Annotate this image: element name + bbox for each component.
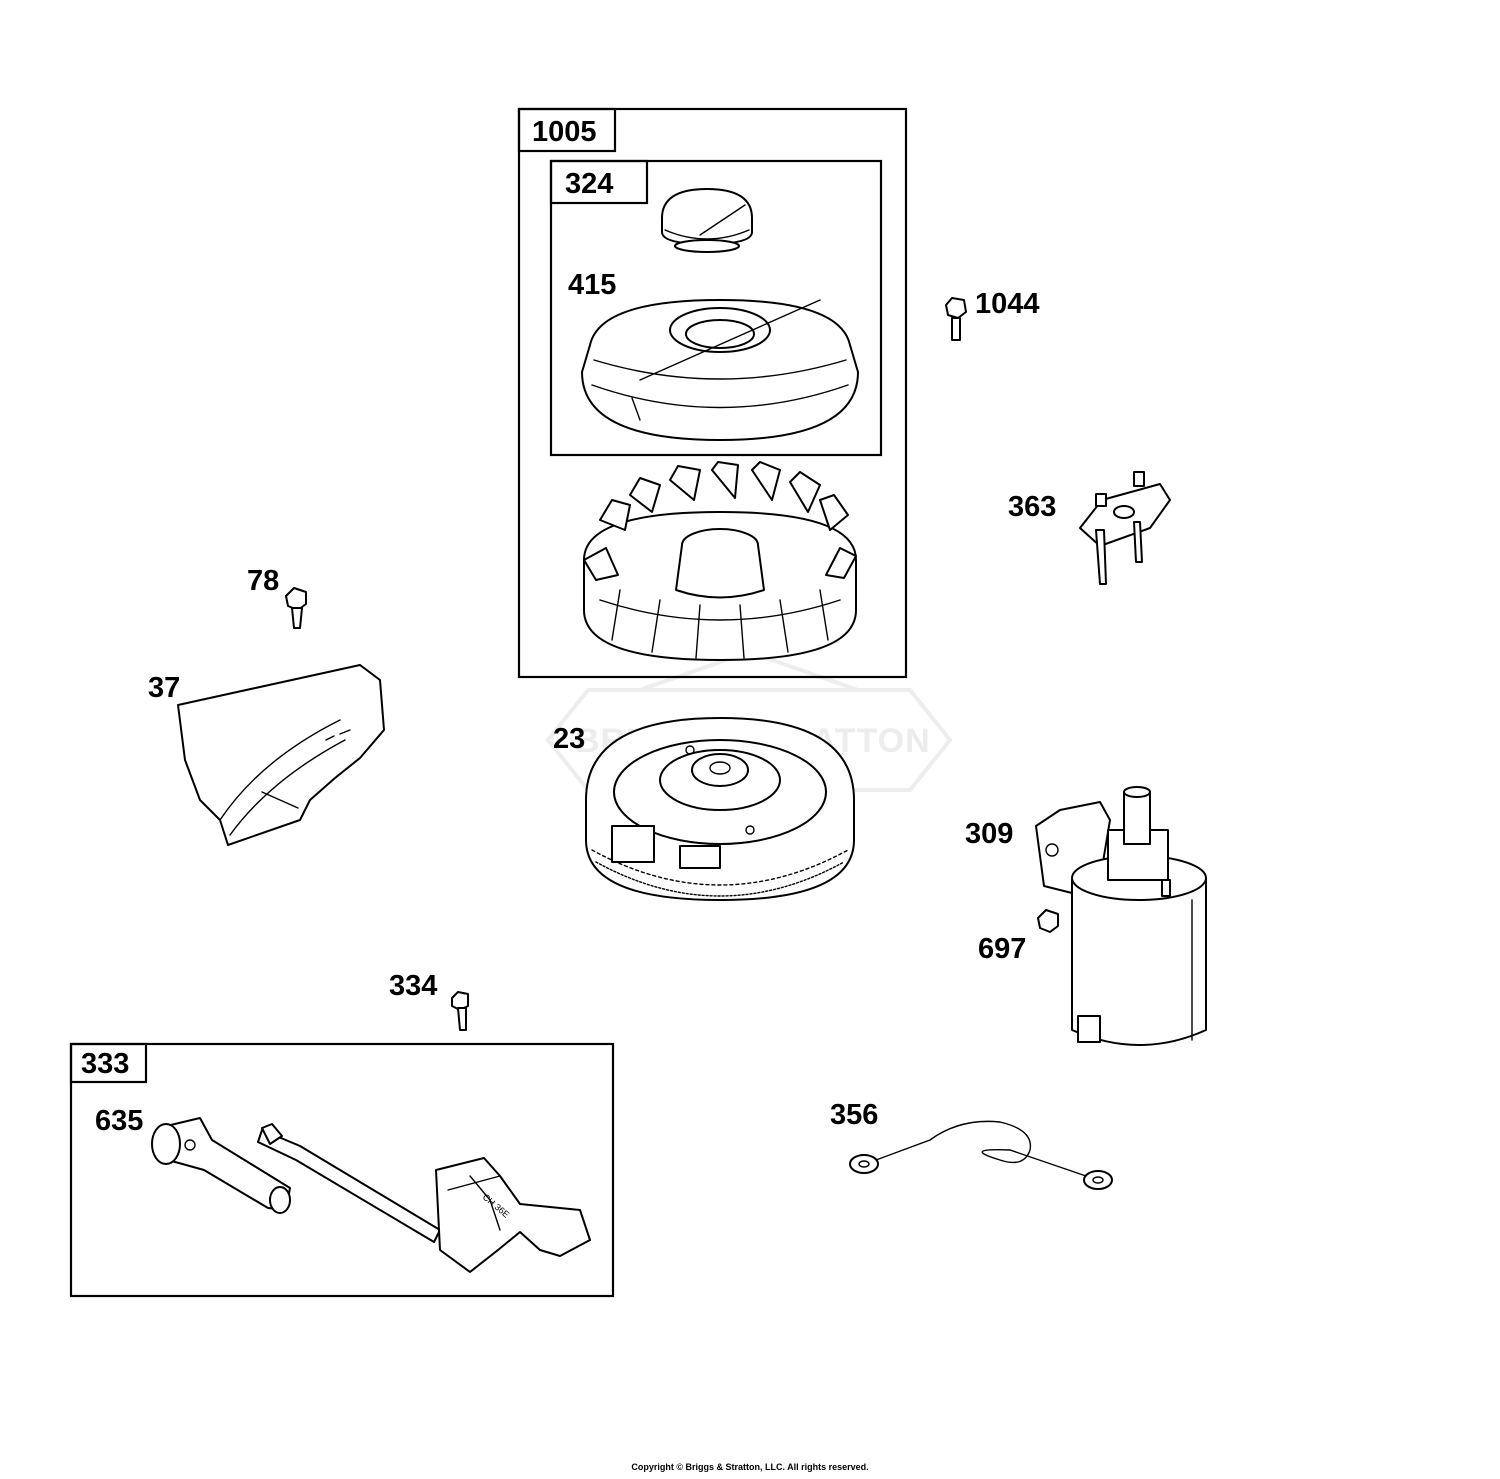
label-23: 23	[553, 723, 585, 755]
bolt-697-part	[1037, 909, 1059, 933]
label-37: 37	[148, 672, 180, 704]
box-324: 324	[549, 159, 883, 457]
label-697: 697	[978, 933, 1026, 965]
screw-334-part	[451, 991, 469, 1031]
boot-635-part	[151, 1117, 291, 1214]
armature-part: CH 36E	[257, 1123, 591, 1273]
shroud-37-part	[177, 664, 385, 846]
box-324-label: 324	[565, 168, 613, 200]
copyright-notice: Copyright © Briggs & Stratton, LLC. All …	[631, 1462, 869, 1472]
label-635: 635	[95, 1105, 143, 1137]
label-334: 334	[389, 970, 437, 1002]
flywheel-23-part	[585, 717, 855, 901]
box-333: 333	[69, 1042, 615, 1298]
label-309: 309	[965, 818, 1013, 850]
box-1005-label: 1005	[532, 116, 597, 148]
bracket-363-part	[1079, 471, 1171, 585]
box-333-label: 333	[81, 1048, 129, 1080]
label-363: 363	[1008, 491, 1056, 523]
rotating-screen-part	[581, 299, 859, 441]
starter-309-part	[1035, 786, 1207, 1046]
fan-part	[583, 461, 857, 661]
label-78: 78	[247, 565, 279, 597]
label-415: 415	[568, 269, 616, 301]
ground-wire-356-part	[849, 1120, 1113, 1190]
screw-78-part	[285, 587, 307, 629]
label-1044: 1044	[975, 288, 1040, 320]
cap-part	[661, 188, 753, 253]
bolt-1044-part	[945, 297, 967, 341]
label-356: 356	[830, 1099, 878, 1131]
box-1005: 1005	[517, 107, 908, 679]
